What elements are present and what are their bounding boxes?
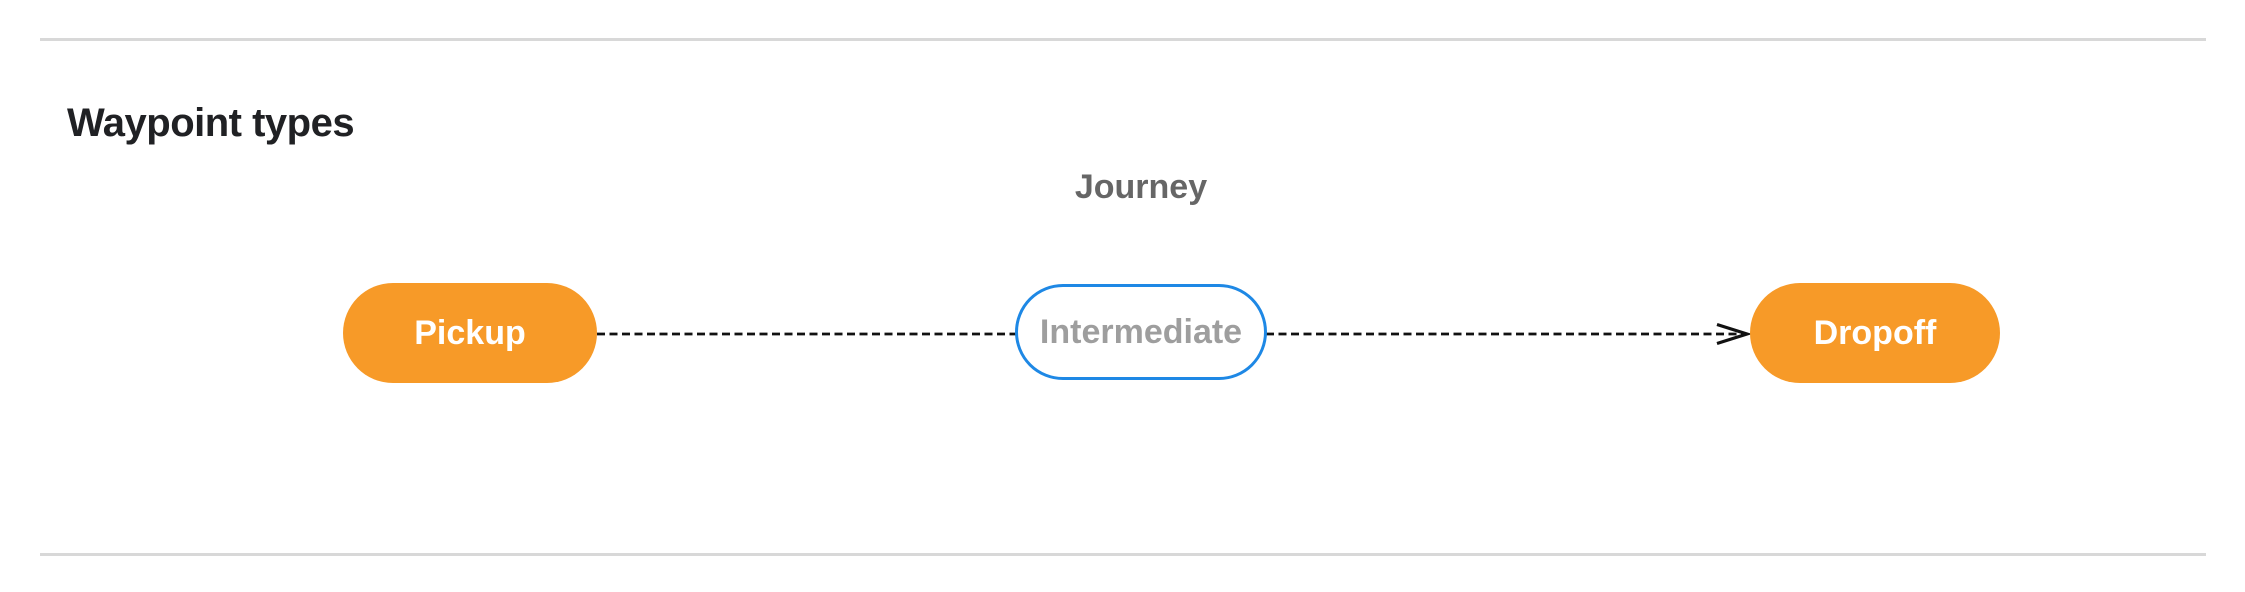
- node-dropoff-label: Dropoff: [1813, 313, 1937, 352]
- top-divider: [40, 38, 2206, 41]
- node-pickup-label: Pickup: [414, 313, 526, 352]
- arrowhead-icon: [1716, 322, 1753, 346]
- node-dropoff: Dropoff: [1750, 283, 2000, 383]
- bottom-divider: [40, 553, 2206, 556]
- node-pickup: Pickup: [343, 283, 597, 383]
- node-intermediate-label: Intermediate: [1039, 312, 1243, 351]
- node-intermediate: Intermediate: [1015, 284, 1267, 380]
- section-heading: Waypoint types: [67, 101, 355, 146]
- diagram-title: Journey: [1074, 168, 1208, 206]
